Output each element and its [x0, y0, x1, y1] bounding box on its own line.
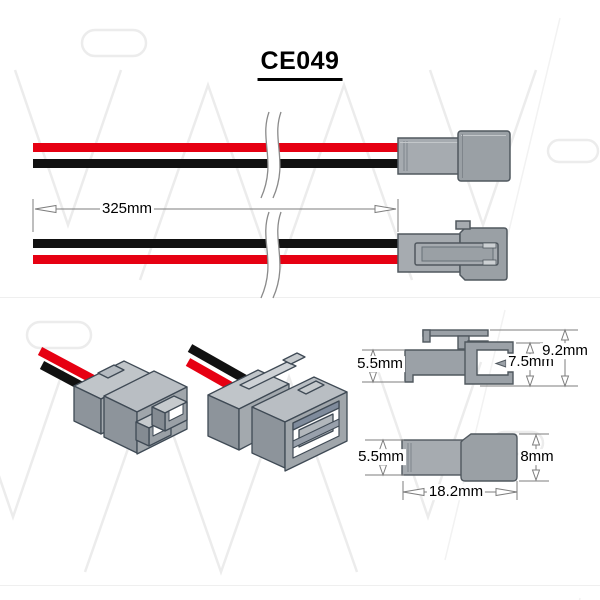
latch-bar: [422, 329, 489, 337]
socket-opening: [292, 400, 340, 459]
isometric-view-receptacle: [185, 344, 348, 472]
plug-housing-height-label: 5.5mm: [356, 448, 406, 466]
receptacle-connector-side-view: [397, 220, 508, 281]
black-wire: [33, 239, 400, 248]
watermark-pattern: [0, 17, 600, 600]
page-title: CE049: [257, 47, 343, 81]
cable-break-mark: [260, 111, 282, 199]
housing-body: [401, 439, 464, 476]
top-cable-assembly: [33, 111, 511, 199]
mating-section: [464, 341, 514, 385]
cable-break-mark: [260, 211, 282, 299]
pin-housing-prongs: [135, 395, 188, 447]
plug-connector-side-view: [397, 130, 511, 182]
plug-overall-length-label: 18.2mm: [426, 483, 486, 501]
plug-dimensions: [365, 433, 549, 500]
isometric-view-plug: [37, 347, 188, 455]
red-wire: [33, 255, 400, 264]
black-wire: [33, 159, 403, 168]
black-wire: [187, 344, 253, 386]
bottom-cable-assembly: [33, 211, 508, 299]
terminal-pin: [494, 359, 507, 368]
cable-length-dimension: [32, 199, 399, 232]
housing-body: [404, 349, 468, 383]
red-wire: [33, 143, 403, 152]
latch-hook: [422, 329, 431, 343]
side-view-plug-drawing: [401, 433, 518, 482]
receptacle-housing-height-label: 5.5mm: [355, 355, 405, 373]
mating-section: [460, 433, 518, 482]
side-view-receptacle-drawing: [404, 329, 514, 385]
receptacle-overall-height-label: 9.2mm: [540, 342, 590, 360]
cable-length-label: 325mm: [99, 200, 155, 218]
plug-overall-height-label: 8mm: [518, 448, 556, 466]
